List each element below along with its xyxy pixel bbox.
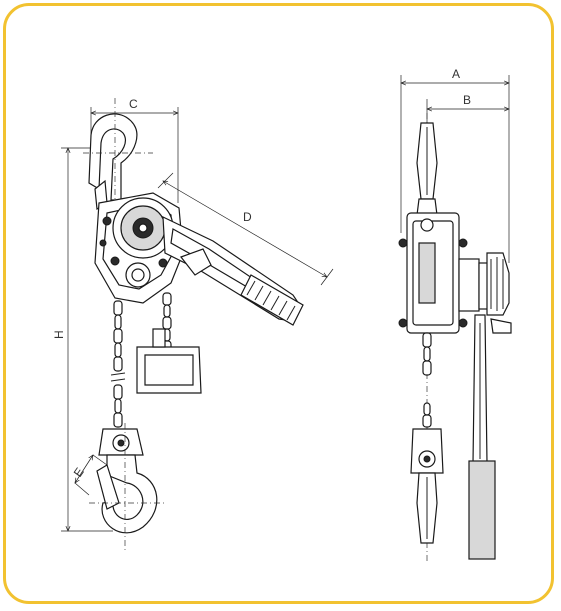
dimension-b: B xyxy=(427,93,509,213)
lever-grip xyxy=(240,274,304,326)
side-chain xyxy=(422,332,432,428)
side-view: A B xyxy=(398,67,512,563)
diagram-frame: C H D E xyxy=(3,3,554,604)
side-top-hook xyxy=(416,122,438,216)
dimension-e-label: E xyxy=(71,465,87,480)
bottom-hook xyxy=(89,423,165,551)
load-chain xyxy=(110,300,126,428)
dimension-d: D xyxy=(157,172,334,286)
dimension-b-label: B xyxy=(463,93,471,107)
hoist-drawing: C H D E xyxy=(52,67,512,563)
dimension-c-label: C xyxy=(129,97,138,111)
hoist-body xyxy=(94,192,184,304)
top-hook xyxy=(83,98,153,211)
side-bottom-hook xyxy=(410,428,444,544)
side-lever-grip xyxy=(468,460,496,560)
hand-chain-side xyxy=(136,292,202,394)
lever-handle xyxy=(162,216,304,326)
side-lever xyxy=(468,314,496,560)
dimension-h-label: H xyxy=(52,330,66,339)
dimension-d-label: D xyxy=(243,210,252,224)
side-body xyxy=(398,212,512,334)
front-view: C H D E xyxy=(52,97,334,551)
dimension-a-label: A xyxy=(452,67,460,81)
dimension-a: A xyxy=(401,67,509,263)
